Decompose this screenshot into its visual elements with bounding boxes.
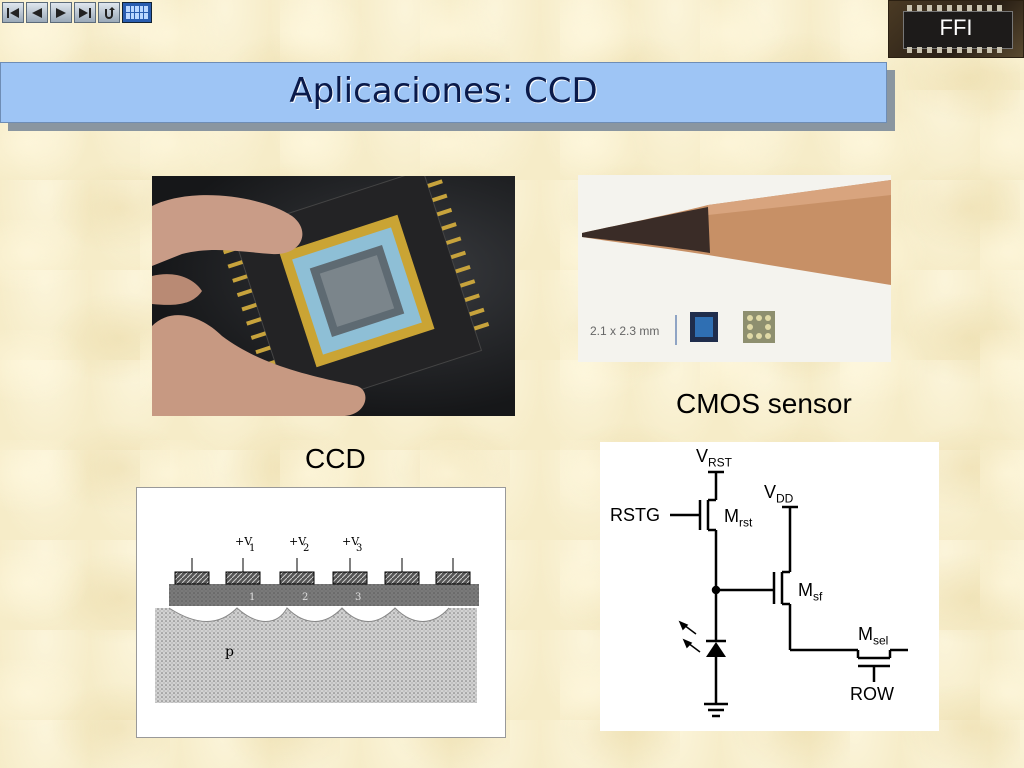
well-label-1: 1 [249,592,255,603]
voltage-sub-1: 1 [249,543,255,554]
voltage-label-1: +V [235,535,253,548]
ccd-label: CCD [305,443,366,474]
row-label: ROW [850,684,894,704]
mrst-label: Mrst [724,506,753,530]
scale-text: 2.1 x 2.3 mm [590,324,659,338]
calculator-icon[interactable] [122,2,152,23]
cmos-sensor-photo: 2.1 x 2.3 mm [578,175,891,362]
voltage-label-3: +V [342,535,360,548]
title-banner: Aplicaciones: CCD [0,62,887,123]
ffi-logo: FFI [888,0,1024,58]
ccd-chip-photo [152,176,515,416]
vrst-label: VRST [696,446,733,470]
return-icon[interactable] [98,2,120,23]
chip-pins-bottom [907,47,1007,53]
previous-slide-icon[interactable] [26,2,48,23]
ccd-cross-section-diagram: +V 1 +V 2 +V 3 1 2 3 p [136,487,506,738]
voltage-sub-3: 3 [356,543,362,554]
rstg-label: RSTG [610,505,661,525]
voltage-label-2: +V [289,535,307,548]
cmos-pixel-circuit: VRST VDD RSTG Mrst Msf Msel ROW [600,442,939,731]
msf-label: Msf [798,580,823,604]
chip-pins-top [907,5,1007,11]
cmos-sensor-label: CMOS sensor [676,388,852,419]
substrate-label: p [225,644,234,660]
vdd-label: VDD [764,482,794,506]
first-slide-icon[interactable] [2,2,24,23]
next-slide-icon[interactable] [50,2,72,23]
logo-text: FFI [939,15,973,40]
well-label-2: 2 [302,592,308,603]
slide-navigation-bar [2,2,152,24]
voltage-sub-2: 2 [303,543,309,554]
well-label-3: 3 [355,592,361,603]
last-slide-icon[interactable] [74,2,96,23]
msel-label: Msel [858,624,889,648]
slide-title: Aplicaciones: CCD [289,71,598,111]
